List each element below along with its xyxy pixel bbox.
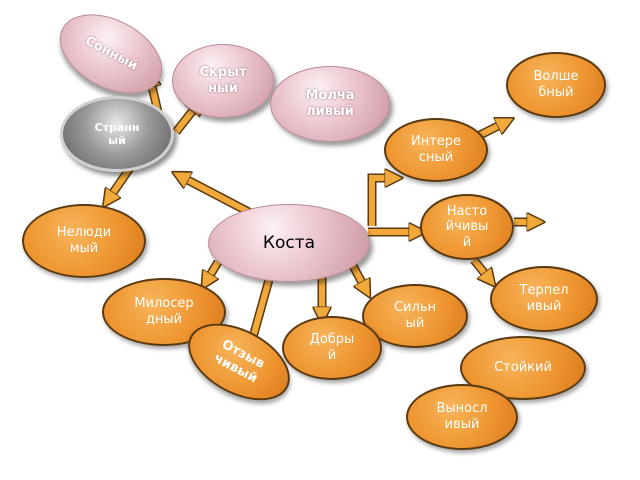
node-interesny: Интере сный xyxy=(384,118,488,182)
node-molchalivy-label: Молча ливый xyxy=(305,88,355,119)
node-center-kosta: Коста xyxy=(208,204,370,282)
node-vynoslivy-label: Выносл ивый xyxy=(436,401,488,432)
node-stoyky-label: Стойкий xyxy=(494,360,552,376)
arrow-center-to-interesny xyxy=(367,173,394,226)
node-nastoychivy-label: Насто йчивы й xyxy=(445,203,489,250)
node-strannyy-label: Странн ый xyxy=(94,120,140,147)
node-nelyudimy: Нелюди мый xyxy=(22,204,146,278)
node-volshebny: Волше бный xyxy=(506,52,606,118)
node-nastoychivy: Насто йчивы й xyxy=(420,194,514,260)
node-dobry-label: Добры й xyxy=(309,332,355,363)
node-molchalivy: Молча ливый xyxy=(270,66,390,142)
node-silny-label: Сильн ый xyxy=(394,300,436,331)
center-label: Коста xyxy=(262,232,316,253)
node-terpelivy-label: Терпел ивый xyxy=(519,283,569,314)
node-volshebny-label: Волше бный xyxy=(533,69,579,100)
node-nelyudimy-label: Нелюди мый xyxy=(56,225,112,256)
node-strannyy: Странн ый xyxy=(60,96,174,172)
node-sonny-label: Сонный xyxy=(82,33,140,74)
node-skrytny-label: Скрыт ный xyxy=(199,65,247,96)
node-otzyvchivy-label: Отзыв чивый xyxy=(211,337,267,387)
node-terpelivy: Терпел ивый xyxy=(490,266,598,332)
node-dobry: Добры й xyxy=(282,316,382,380)
node-miloserdny-label: Милосер дный xyxy=(134,296,194,327)
node-interesny-label: Интере сный xyxy=(410,134,462,165)
node-vynoslivy: Выносл ивый xyxy=(406,384,518,450)
node-skrytny: Скрыт ный xyxy=(172,44,274,118)
